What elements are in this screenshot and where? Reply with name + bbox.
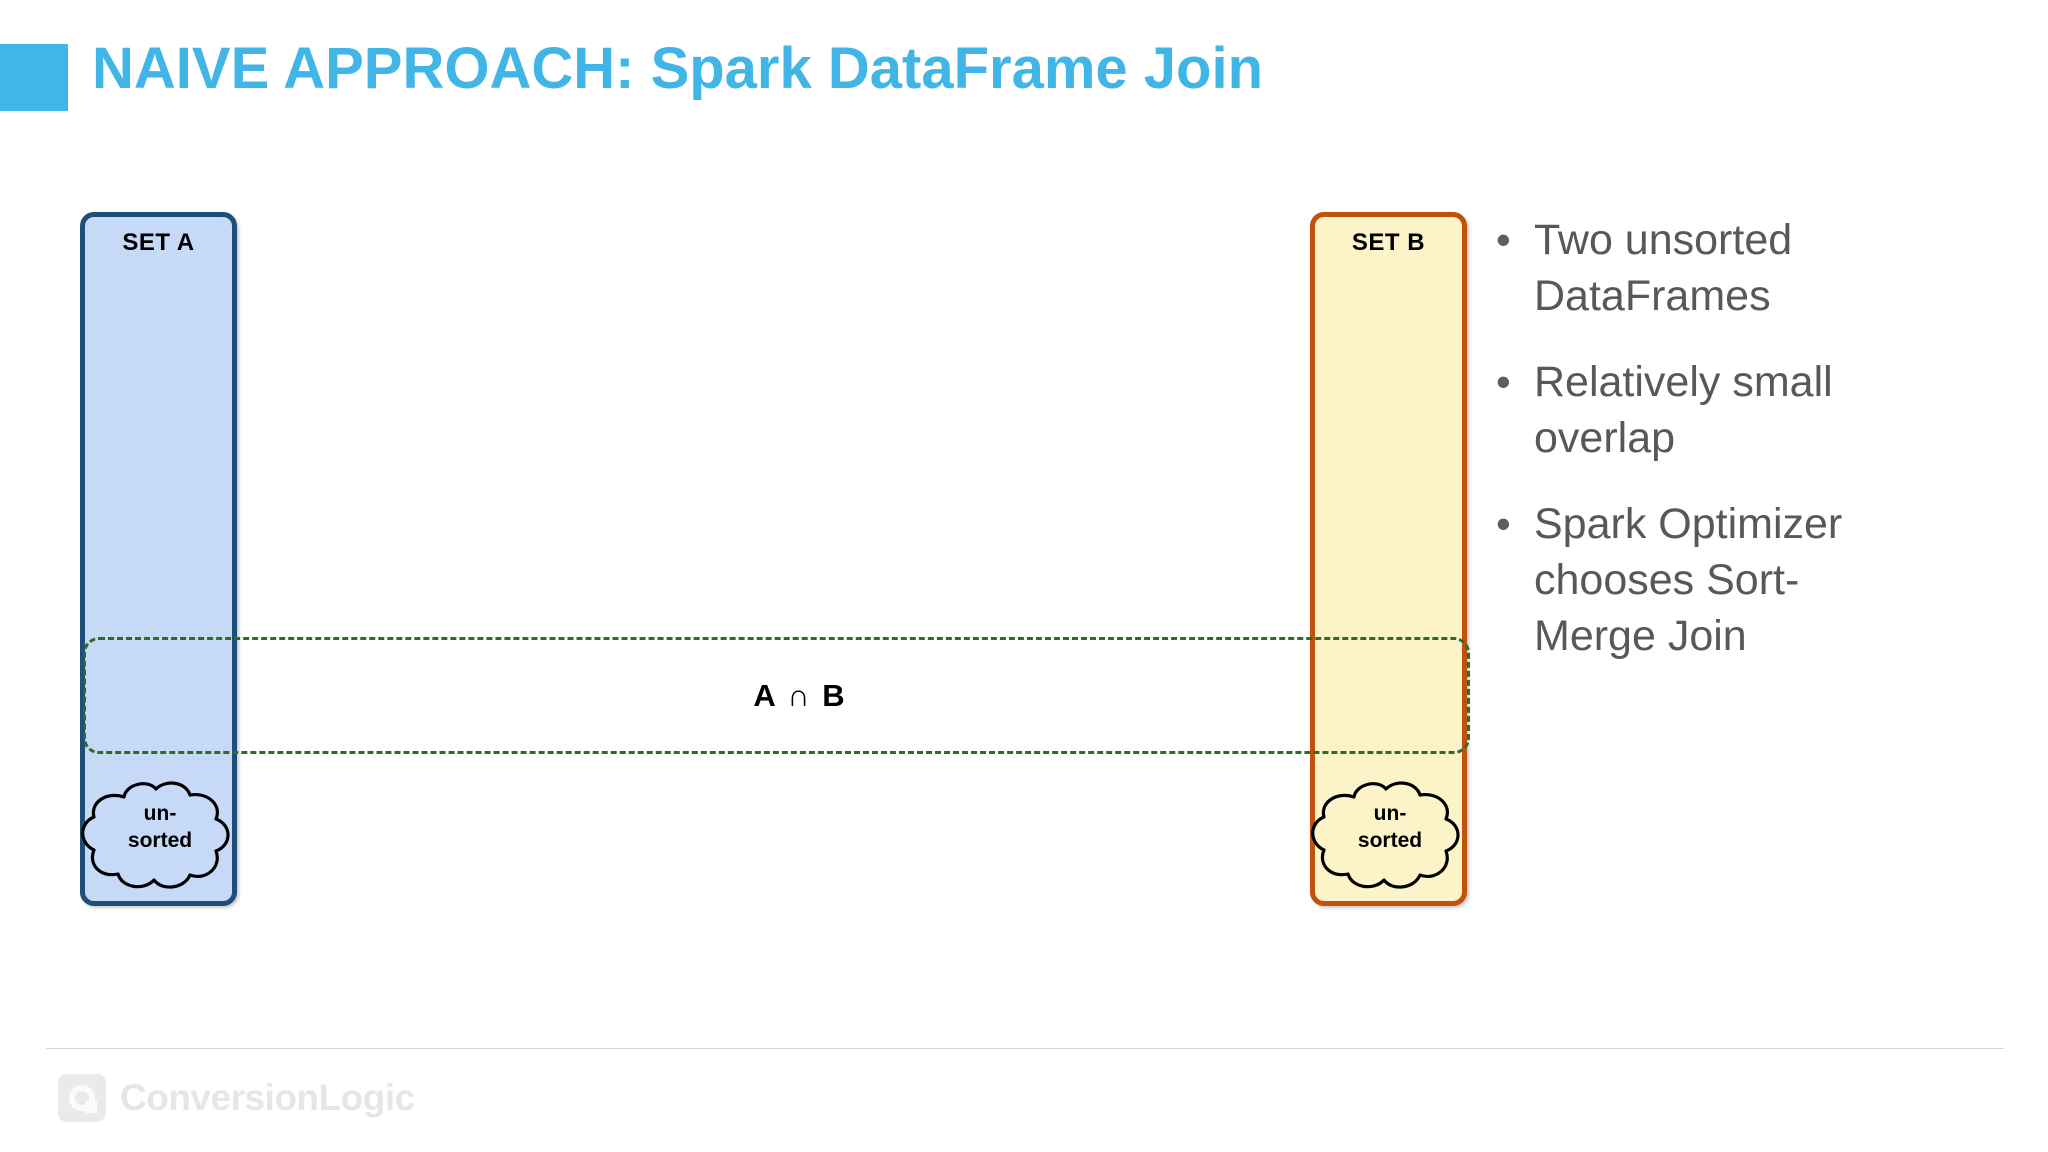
cloud-icon [81,781,230,889]
footer-logo-text: ConversionLogic [120,1077,415,1118]
set-b-label: SET B [1351,229,1426,256]
logo-notch-shape [85,1101,97,1113]
bullet-list: • Two unsorted DataFrames • Relatively s… [1490,212,1910,694]
page-title-prefix: NAIVE APPROACH: [92,36,651,101]
list-item: • Two unsorted DataFrames [1490,212,1910,324]
footer-logo: ConversionLogic [58,1074,415,1122]
bullet-marker-icon: • [1496,216,1511,263]
bullet-text: Two unsorted DataFrames [1534,216,1793,320]
cloud-icon [1311,781,1460,889]
bullet-marker-icon: • [1496,500,1511,547]
list-item: • Spark Optimizer chooses Sort-Merge Joi… [1490,496,1910,664]
conversionlogic-mark-icon [58,1074,106,1122]
bullet-text: Spark Optimizer chooses Sort-Merge Join [1534,500,1843,660]
bullet-text: Relatively small overlap [1534,358,1833,462]
page-title-suffix: Spark DataFrame Join [650,36,1264,101]
set-a-label: SET A [122,229,195,256]
logo-ring-shape [69,1085,95,1111]
bullet-marker-icon: • [1496,358,1511,405]
set-b-unsorted-cloud: un- sorted [1310,775,1470,895]
set-a-unsorted-cloud: un- sorted [80,775,240,895]
intersection-band [83,637,1470,754]
list-item: • Relatively small overlap [1490,354,1910,466]
page-title: NAIVE APPROACH: Spark DataFrame Join [92,36,1263,103]
title-accent-square [0,44,68,111]
intersection-label: A ∩ B [753,678,847,713]
footer-divider [46,1048,2004,1049]
